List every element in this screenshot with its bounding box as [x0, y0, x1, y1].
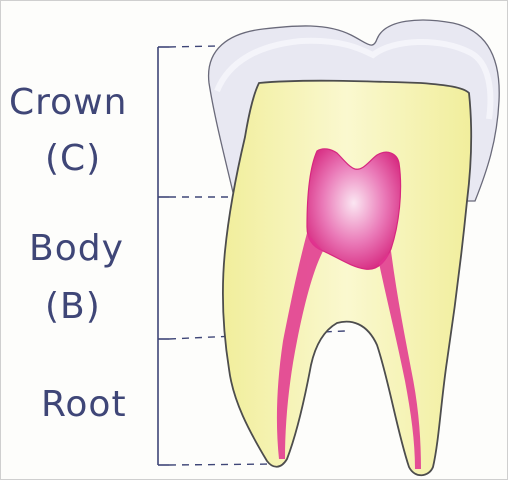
label-body-abbr: (B): [45, 289, 101, 325]
label-body: Body: [29, 231, 124, 267]
label-crown: Crown: [9, 85, 127, 121]
scale-bracket: [158, 47, 169, 465]
label-root: Root: [41, 387, 127, 423]
label-crown-abbr: (C): [45, 141, 101, 177]
dentin-body: [223, 81, 471, 476]
